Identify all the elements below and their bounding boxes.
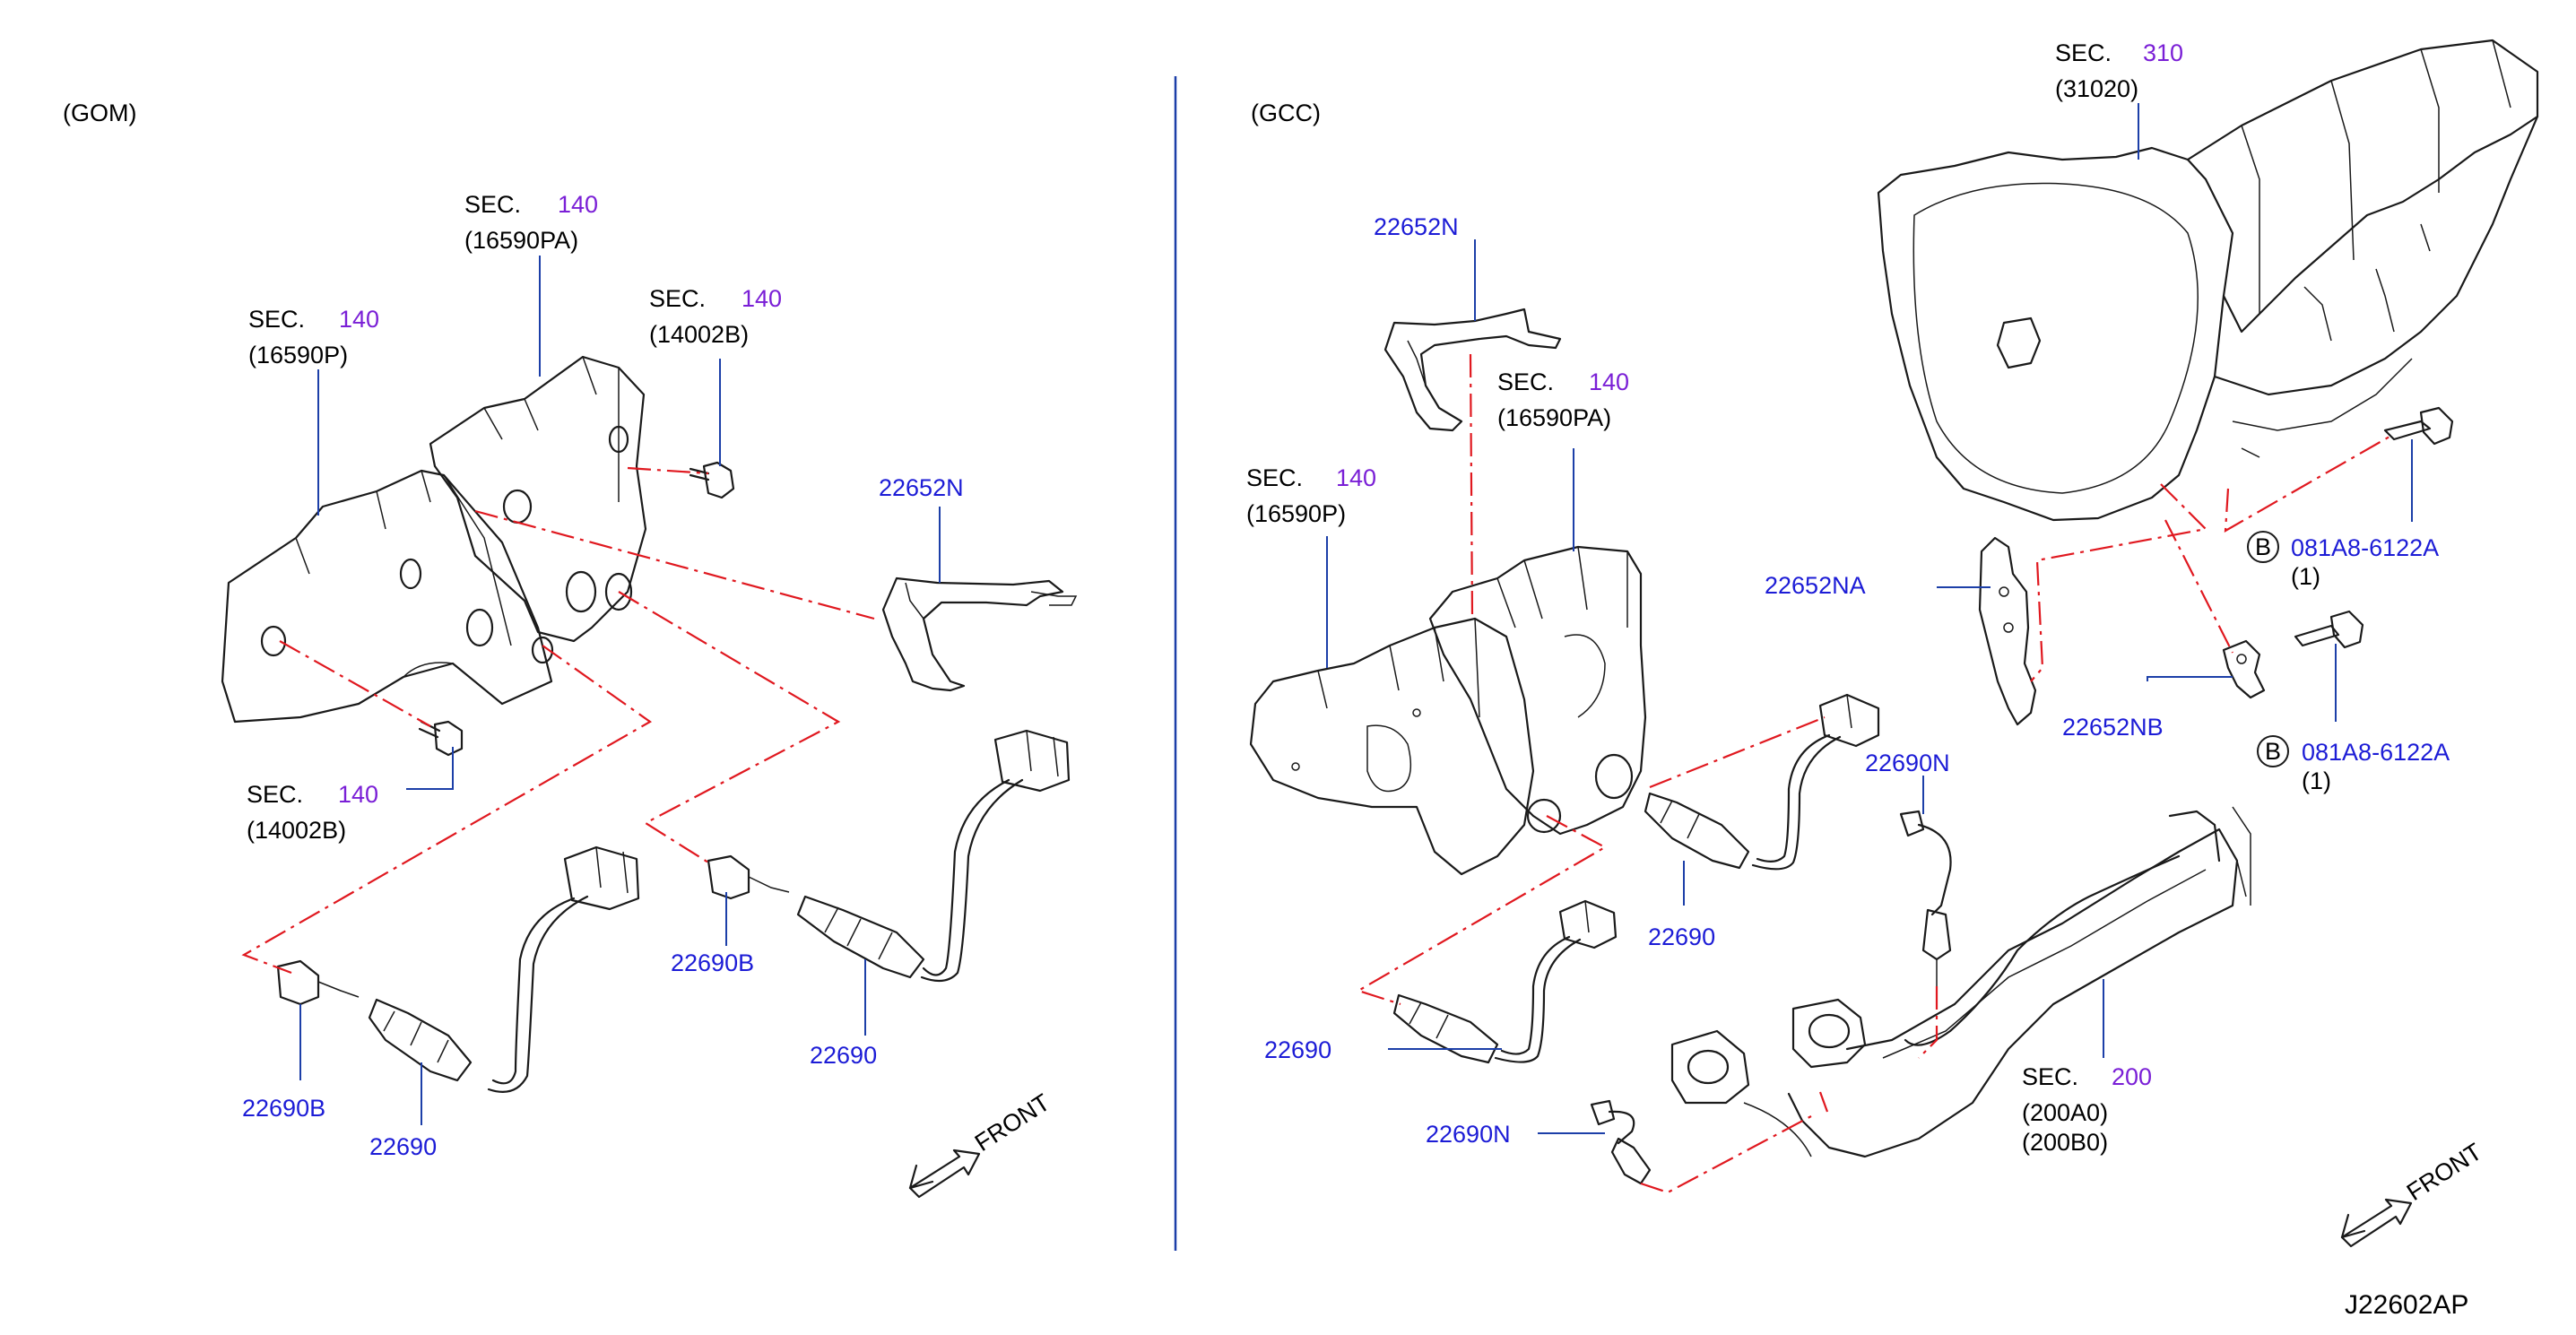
label-22690n-lower[interactable]: 22690N bbox=[1426, 1121, 1511, 1148]
badge-b-icon bbox=[2247, 531, 2279, 563]
svg-text:SEC.: SEC. bbox=[248, 306, 305, 333]
svg-text:B: B bbox=[2265, 738, 2281, 765]
svg-text:(1): (1) bbox=[2302, 767, 2331, 794]
right-dashed-guides bbox=[1356, 353, 2390, 1194]
bolt-14002b-upper[interactable] bbox=[689, 461, 735, 499]
label-sec-310: SEC. 310 (31020) bbox=[2055, 39, 2183, 102]
label-22690-left-lower[interactable]: 22690 bbox=[369, 1133, 437, 1160]
svg-text:(16590PA): (16590PA) bbox=[1497, 404, 1611, 431]
label-22690b-upper[interactable]: 22690B bbox=[671, 949, 754, 976]
label-sec-14002b-top: SEC. 140 (14002B) bbox=[649, 285, 782, 348]
svg-text:B: B bbox=[2255, 533, 2271, 560]
left-variant-label: (GOM) bbox=[63, 100, 136, 126]
o2-sensor-22690-left-upper[interactable] bbox=[796, 729, 1071, 983]
front-label-right: FRONT bbox=[2402, 1138, 2486, 1206]
label-22652nb[interactable]: 22652NB bbox=[2062, 714, 2164, 741]
label-sec-200: SEC. 200 (200A0) (200B0) bbox=[2022, 1063, 2152, 1156]
o2-sensor-22690-left-lower[interactable] bbox=[368, 845, 640, 1093]
heat-insulator-16590pa-left[interactable] bbox=[429, 355, 647, 643]
svg-text:SEC.: SEC. bbox=[464, 191, 521, 218]
o2-sensor-22690-right-lower[interactable] bbox=[1392, 899, 1618, 1064]
label-22690n-upper[interactable]: 22690N bbox=[1865, 750, 1950, 776]
svg-text:200: 200 bbox=[2112, 1063, 2152, 1090]
label-22690b-lower[interactable]: 22690B bbox=[242, 1095, 325, 1122]
label-22690-right-lower[interactable]: 22690 bbox=[1264, 1036, 1331, 1063]
svg-text:SEC.: SEC. bbox=[2055, 39, 2112, 66]
bracket-22652n-right[interactable] bbox=[1383, 308, 1562, 432]
label-bolt-b[interactable]: B 081A8-6122A (1) bbox=[2257, 735, 2450, 794]
svg-text:310: 310 bbox=[2143, 39, 2183, 66]
label-22652na[interactable]: 22652NA bbox=[1765, 572, 1866, 599]
bolt-081a8-6122a-upper[interactable] bbox=[2383, 406, 2454, 446]
svg-text:SEC.: SEC. bbox=[247, 781, 303, 808]
heat-insulator-16590pa-right[interactable] bbox=[1428, 545, 1647, 836]
o2-sensor-22690n-upper[interactable] bbox=[1899, 810, 1952, 986]
svg-text:140: 140 bbox=[338, 781, 378, 808]
svg-text:140: 140 bbox=[742, 285, 782, 312]
right-leader-lines bbox=[1326, 103, 2413, 1134]
label-22652n-left[interactable]: 22652N bbox=[879, 474, 964, 501]
svg-text:140: 140 bbox=[558, 191, 598, 218]
label-22690-right-upper[interactable]: 22690 bbox=[1648, 923, 1715, 950]
svg-text:(14002B): (14002B) bbox=[649, 321, 749, 348]
label-sec-14002b-bottom: SEC. 140 (14002B) bbox=[247, 781, 378, 844]
front-label-left: FRONT bbox=[970, 1088, 1054, 1157]
diagram-code: J22602AP bbox=[2345, 1290, 2468, 1320]
svg-text:(200B0): (200B0) bbox=[2022, 1129, 2108, 1156]
label-bolt-a[interactable]: B 081A8-6122A (1) bbox=[2247, 531, 2439, 590]
svg-text:SEC.: SEC. bbox=[1497, 368, 1554, 395]
label-sec-16590p-left: SEC. 140 (16590P) bbox=[248, 306, 379, 368]
label-22652n-right[interactable]: 22652N bbox=[1374, 213, 1459, 240]
svg-text:081A8-6122A: 081A8-6122A bbox=[2302, 739, 2450, 766]
svg-text:081A8-6122A: 081A8-6122A bbox=[2291, 534, 2439, 561]
svg-text:SEC.: SEC. bbox=[649, 285, 706, 312]
heat-insulator-16590p-right[interactable] bbox=[1249, 617, 1535, 876]
svg-text:(200A0): (200A0) bbox=[2022, 1099, 2108, 1126]
badge-b-icon bbox=[2257, 735, 2289, 767]
svg-text:SEC.: SEC. bbox=[1246, 464, 1303, 491]
bolt-14002b-lower[interactable] bbox=[418, 720, 464, 757]
svg-text:SEC.: SEC. bbox=[2022, 1063, 2078, 1090]
svg-text:(14002B): (14002B) bbox=[247, 817, 346, 844]
bracket-22652nb[interactable] bbox=[2222, 639, 2266, 699]
plug-22690b-upper[interactable] bbox=[707, 854, 790, 900]
right-variant-label: (GCC) bbox=[1251, 100, 1321, 126]
left-dashed-guides bbox=[241, 466, 875, 975]
svg-text:(16590P): (16590P) bbox=[1246, 500, 1346, 527]
svg-text:140: 140 bbox=[1589, 368, 1629, 395]
label-22690-left-upper[interactable]: 22690 bbox=[810, 1042, 877, 1069]
bracket-22652n-left[interactable] bbox=[881, 576, 1078, 692]
bracket-22652na[interactable] bbox=[1978, 536, 2037, 726]
bolt-081a8-6122a-lower[interactable] bbox=[2294, 610, 2364, 649]
front-arrow-right: FRONT bbox=[2340, 1138, 2486, 1248]
svg-text:140: 140 bbox=[339, 306, 379, 333]
svg-text:140: 140 bbox=[1336, 464, 1376, 491]
heat-insulator-16590p-left[interactable] bbox=[221, 469, 554, 724]
exhaust-front-pipe-200[interactable] bbox=[1670, 806, 2251, 1158]
transmission-31020[interactable] bbox=[1877, 39, 2539, 522]
svg-text:(16590P): (16590P) bbox=[248, 342, 348, 368]
left-leader-lines bbox=[299, 256, 941, 1125]
plug-22690b-lower[interactable] bbox=[276, 959, 360, 1006]
o2-sensor-22690-right-upper[interactable] bbox=[1644, 693, 1880, 871]
svg-text:(31020): (31020) bbox=[2055, 75, 2138, 102]
svg-text:(1): (1) bbox=[2291, 563, 2320, 590]
label-sec-16590pa-right: SEC. 140 (16590PA) bbox=[1497, 368, 1629, 431]
svg-text:(16590PA): (16590PA) bbox=[464, 227, 578, 254]
label-sec-16590pa-left: SEC. 140 (16590PA) bbox=[464, 191, 598, 254]
label-sec-16590p-right: SEC. 140 (16590P) bbox=[1246, 464, 1376, 527]
front-arrow-left: FRONT bbox=[908, 1088, 1054, 1199]
o2-sensor-22690n-lower[interactable] bbox=[1590, 1099, 1652, 1185]
